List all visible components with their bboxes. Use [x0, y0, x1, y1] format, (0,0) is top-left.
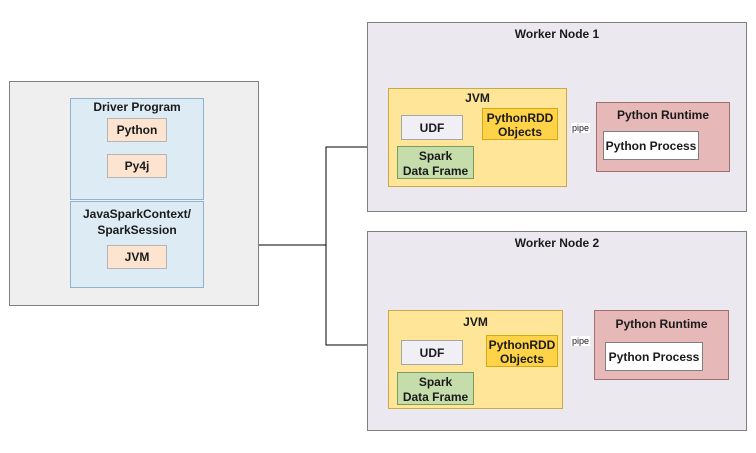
worker-1-pythonrdd-box: PythonRDD Objects: [482, 108, 558, 140]
py4j-label: Py4j: [124, 159, 150, 173]
driver-jvm-box: JVM: [107, 245, 167, 269]
worker-node-2-title: Worker Node 2: [514, 236, 600, 250]
driver-program-box: Driver Program: [70, 98, 204, 200]
worker-1-process-box: Python Process: [603, 131, 699, 160]
driver-jvm-label: JVM: [124, 250, 150, 264]
worker-2-spark-line1: Spark: [418, 375, 453, 389]
spark-context-title-line1: JavaSparkContext/: [82, 207, 192, 221]
worker-2-spark-box: Spark Data Frame: [397, 372, 474, 405]
worker-1-spark-line2: Data Frame: [402, 164, 469, 178]
to-worker2-arrow: [325, 245, 388, 349]
worker-2-pythonrdd-line1: PythonRDD: [488, 338, 556, 352]
spark-context-title-line2: SparkSession: [97, 223, 177, 237]
worker-2-pythonrdd-line2: Objects: [499, 352, 544, 366]
worker-1-process-label: Python Process: [605, 138, 697, 153]
worker-2-runtime-title: Python Runtime: [615, 317, 708, 331]
worker-2-udf-box: UDF: [401, 340, 463, 365]
worker-1-pythonrdd-line1: PythonRDD: [486, 111, 554, 125]
python-box: Python: [107, 118, 167, 142]
worker-2-pythonrdd-box: PythonRDD Objects: [486, 335, 558, 367]
to-worker1-arrow: [325, 143, 388, 245]
worker-1-udf-label: UDF: [419, 120, 445, 135]
worker-1-udf-box: UDF: [401, 115, 463, 140]
worker-2-udf-label: UDF: [419, 345, 445, 360]
worker-2-process-label: Python Process: [608, 349, 700, 364]
worker-1-spark-line1: Spark: [418, 149, 453, 163]
py4j-box: Py4j: [107, 154, 167, 178]
worker-1-pipe-label: pipe: [571, 123, 591, 133]
worker-node-1-title: Worker Node 1: [514, 27, 600, 41]
worker-1-spark-box: Spark Data Frame: [397, 146, 474, 179]
worker-1-pythonrdd-line2: Objects: [497, 125, 542, 139]
worker-2-process-box: Python Process: [605, 342, 703, 371]
spark-context-box: JavaSparkContext/ SparkSession: [70, 201, 204, 288]
worker-2-pipe-label: pipe: [571, 336, 591, 346]
python-label: Python: [116, 123, 158, 137]
worker-2-spark-line2: Data Frame: [402, 390, 469, 404]
worker-1-runtime-title: Python Runtime: [617, 108, 709, 122]
driver-program-title: Driver Program: [93, 100, 181, 114]
worker-2-jvm-title: JVM: [463, 315, 488, 329]
worker-1-jvm-title: JVM: [465, 91, 490, 105]
